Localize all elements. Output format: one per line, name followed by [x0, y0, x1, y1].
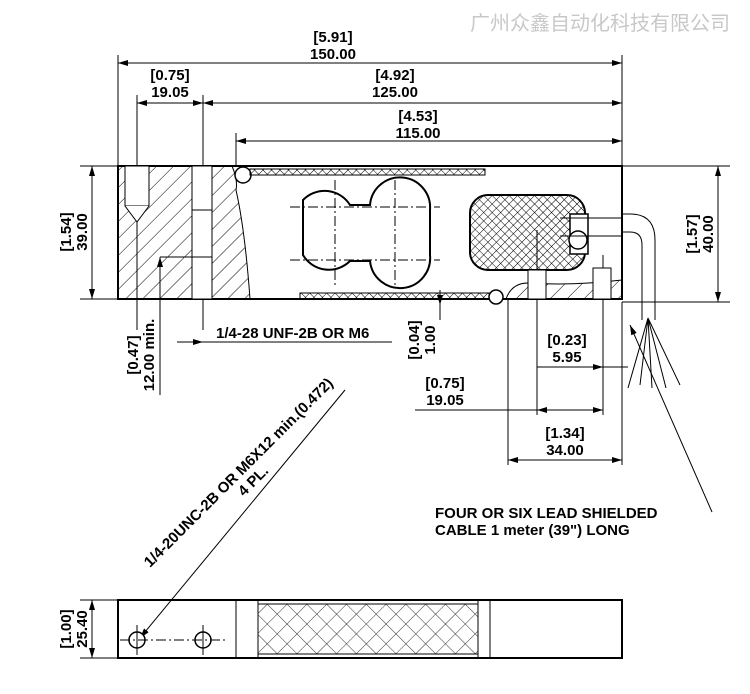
dim-right-block-mm: 34.00: [546, 442, 584, 459]
dim-width-inch: [1.00]: [58, 609, 75, 648]
dim-hole-offset-right-mm: 19.05: [426, 392, 464, 409]
note-cable-2: CABLE 1 meter (39") LONG: [435, 522, 630, 539]
dim-height-right-mm: 40.00: [700, 215, 717, 253]
dim-hole-offset-right-inch: [0.75]: [425, 375, 464, 392]
side-view: [117, 165, 681, 389]
dim-gap-inch: [0.04]: [406, 320, 423, 359]
dimension-lines: [89, 60, 721, 658]
dim-hole-spacing-inch: [4.92]: [375, 67, 414, 84]
dim-right-block-inch: [1.34]: [545, 425, 584, 442]
dim-hole-offset-small-inch: [0.23]: [547, 332, 586, 349]
dim-mount-offset-mm: 19.05: [151, 84, 189, 101]
dim-overall-inch: [5.91]: [313, 29, 352, 46]
dim-gauge-span-mm: 115.00: [395, 125, 440, 142]
dim-gap-mm: 1.00: [422, 325, 439, 354]
dim-overall-mm: 150.00: [310, 46, 356, 63]
dim-thread-depth-inch: [0.47]: [125, 335, 142, 374]
dim-height-right-inch: [1.57]: [684, 214, 701, 253]
dim-gauge-span-inch: [4.53]: [398, 108, 437, 125]
note-thread-top: 1/4-28 UNF-2B OR M6: [216, 325, 369, 342]
extension-lines: [80, 55, 730, 659]
dim-width-mm: 25.40: [74, 610, 91, 648]
note-cable-1: FOUR OR SIX LEAD SHIELDED: [435, 505, 658, 522]
watermark: 广州众鑫自动化科技有限公司: [470, 11, 730, 35]
dim-height-left-inch: [1.54]: [58, 212, 75, 251]
bottom-view: [117, 599, 623, 659]
note-thread-bottom-1: 1/4-20UNC-2B OR M6X12 min.(0.472): [141, 375, 337, 571]
dim-hole-spacing-mm: 125.00: [372, 84, 418, 101]
dim-thread-depth-mm: 12.00 min.: [141, 319, 158, 392]
dim-mount-offset-inch: [0.75]: [150, 67, 189, 84]
dim-height-left-mm: 39.00: [74, 213, 91, 251]
dim-hole-offset-small-mm: 5.95: [552, 349, 581, 366]
